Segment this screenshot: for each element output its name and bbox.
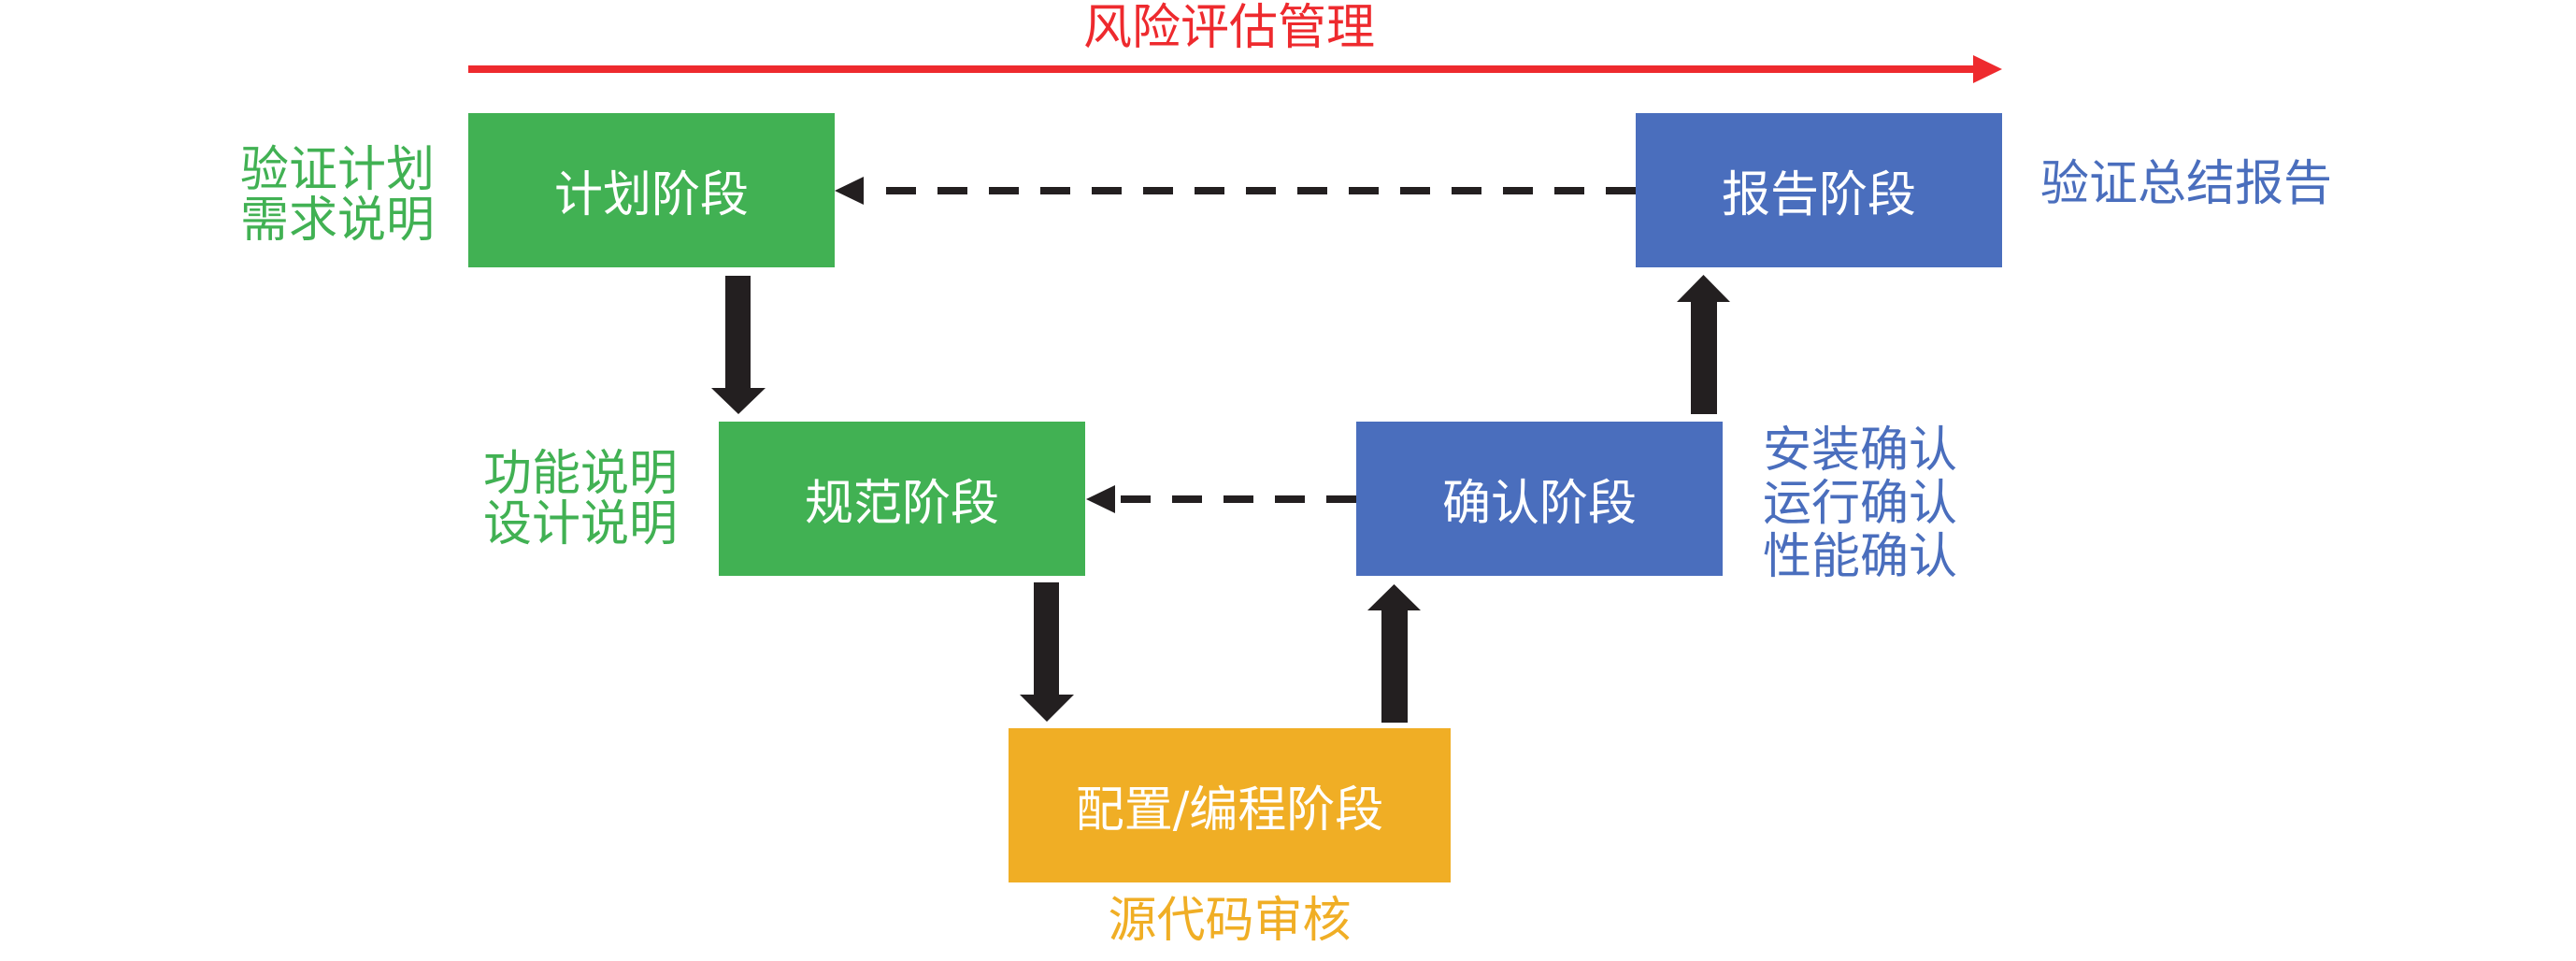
arrow-verify-to-spec-dash (1121, 495, 1151, 503)
stage-report-box: 报告阶段 (1636, 113, 2002, 267)
report-deliverables: 验证总结报告 (2040, 159, 2332, 209)
arrow-spec-to-config-head (1020, 695, 1074, 722)
arrow-config-to-verify (1367, 584, 1421, 723)
arrow-verify-to-spec-dash (1172, 495, 1202, 503)
arrow-spec-to-config (1020, 582, 1074, 722)
spec-note: 功能说明 (482, 446, 678, 502)
arrow-plan-to-spec (711, 276, 766, 414)
arrow-report-to-plan-dash (1452, 187, 1481, 194)
stage-spec-box: 规范阶段 (719, 422, 1085, 576)
arrow-plan-to-spec-shaft (725, 276, 751, 388)
config-note: 源代码审核 (1108, 893, 1352, 949)
stage-verify-label: 确认阶段 (1441, 476, 1637, 532)
arrow-report-to-plan-dash (1040, 187, 1070, 194)
arrow-verify-to-report (1677, 275, 1730, 414)
spec-deliverables: 功能说明 设计说明 (430, 449, 678, 550)
arrow-report-to-plan-dash (1400, 187, 1430, 194)
arrow-report-to-plan (835, 177, 1636, 205)
arrow-verify-to-spec (1086, 485, 1356, 513)
plan-note: 验证计划 (239, 142, 435, 198)
stage-spec-label: 规范阶段 (804, 476, 999, 532)
arrow-report-to-plan-dash (937, 187, 967, 194)
verify-deliverables: 安装确认 运行确认 性能确认 (1763, 424, 1957, 584)
arrow-verify-to-report-head (1677, 275, 1730, 302)
arrow-report-to-plan-dash (1606, 187, 1636, 194)
arrow-report-to-plan-dash (1503, 187, 1533, 194)
arrow-report-to-plan-dash (1554, 187, 1584, 194)
arrow-verify-to-spec-dash (1275, 495, 1305, 503)
risk-arrow-head (1973, 55, 2002, 83)
stage-config-box: 配置/编程阶段 (1009, 728, 1451, 882)
arrow-verify-to-spec-dash (1326, 495, 1356, 503)
arrow-report-to-plan-dash (886, 187, 916, 194)
risk-management-title: 风险评估管理 (1082, 0, 1375, 56)
stage-report-label: 报告阶段 (1721, 167, 1916, 223)
arrow-verify-to-spec-dash (1224, 495, 1253, 503)
verify-note: 运行确认 (1763, 476, 1958, 532)
verify-note: 安装确认 (1763, 423, 1958, 479)
report-note: 验证总结报告 (2040, 156, 2333, 212)
arrow-report-to-plan-dash (1349, 187, 1379, 194)
arrow-spec-to-config-shaft (1034, 582, 1059, 695)
arrow-report-to-plan-head (835, 177, 864, 205)
spec-note: 设计说明 (482, 496, 678, 552)
arrow-plan-to-spec-head (711, 388, 766, 414)
arrow-report-to-plan-dash (1246, 187, 1276, 194)
stage-config-label: 配置/编程阶段 (1075, 782, 1384, 839)
arrow-config-to-verify-shaft (1381, 610, 1408, 723)
arrow-report-to-plan-dash (989, 187, 1019, 194)
arrow-verify-to-spec-head (1086, 485, 1115, 513)
stage-verify-box: 确认阶段 (1356, 422, 1723, 576)
arrow-verify-to-report-shaft (1691, 302, 1717, 414)
arrow-report-to-plan-dash (1092, 187, 1122, 194)
arrow-report-to-plan-dash (1143, 187, 1173, 194)
arrow-report-to-plan-dash (1195, 187, 1224, 194)
plan-deliverables: 验证计划 需求说明 (187, 145, 435, 246)
stage-plan-label: 计划阶段 (553, 167, 749, 223)
plan-note: 需求说明 (239, 193, 435, 249)
config-deliverables: 源代码审核 (1009, 896, 1451, 946)
verify-note: 性能确认 (1763, 529, 1958, 585)
arrow-config-to-verify-head (1367, 584, 1421, 610)
arrow-report-to-plan-dash (1297, 187, 1327, 194)
risk-arrow-shaft (468, 65, 1975, 73)
stage-plan-box: 计划阶段 (468, 113, 835, 267)
